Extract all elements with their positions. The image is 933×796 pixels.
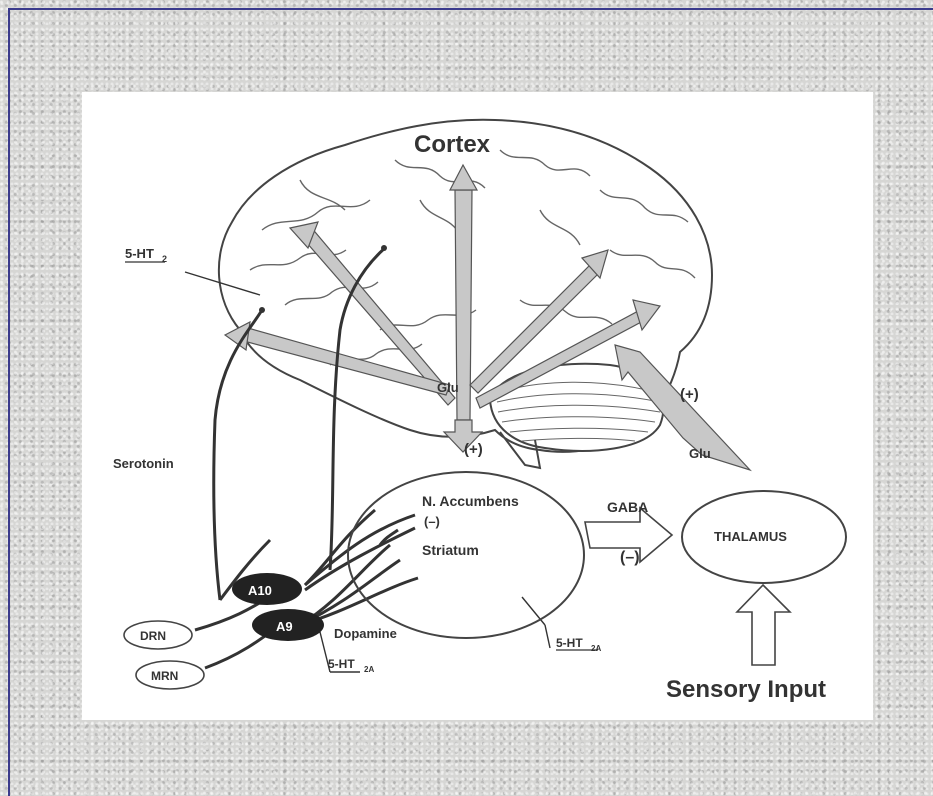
a10-label: A10: [248, 583, 272, 598]
dopamine-label: Dopamine: [334, 626, 397, 641]
ht2-label: 5-HT: [125, 246, 154, 261]
plus-right-label: (+): [680, 386, 699, 403]
minus-gaba-label: (–): [620, 549, 640, 566]
glu-center-label: Glu: [437, 380, 459, 395]
drn-label: DRN: [140, 629, 166, 643]
ht2a-right-sub: 2A: [591, 644, 601, 653]
a9-label: A9: [276, 619, 293, 634]
cortex-title: Cortex: [414, 131, 491, 158]
serotonin-label: Serotonin: [113, 456, 174, 471]
ht2a-left-label: 5-HT: [328, 657, 355, 671]
minus-small-label: (–): [424, 514, 440, 529]
sensory-input-arrow: [737, 585, 790, 665]
plus-center-label: (+): [464, 441, 483, 458]
ht2a-left-sub: 2A: [364, 665, 374, 674]
glu-right-label: Glu: [689, 446, 711, 461]
sensory-input-label: Sensory Input: [666, 676, 826, 703]
mrn-label: MRN: [151, 669, 178, 683]
n-accumbens-label: N. Accumbens: [422, 493, 519, 509]
thalamus-label: THALAMUS: [714, 529, 787, 544]
gaba-label: GABA: [607, 499, 648, 515]
striatum-label: Striatum: [422, 542, 479, 558]
ht2a-right-label: 5-HT: [556, 636, 583, 650]
